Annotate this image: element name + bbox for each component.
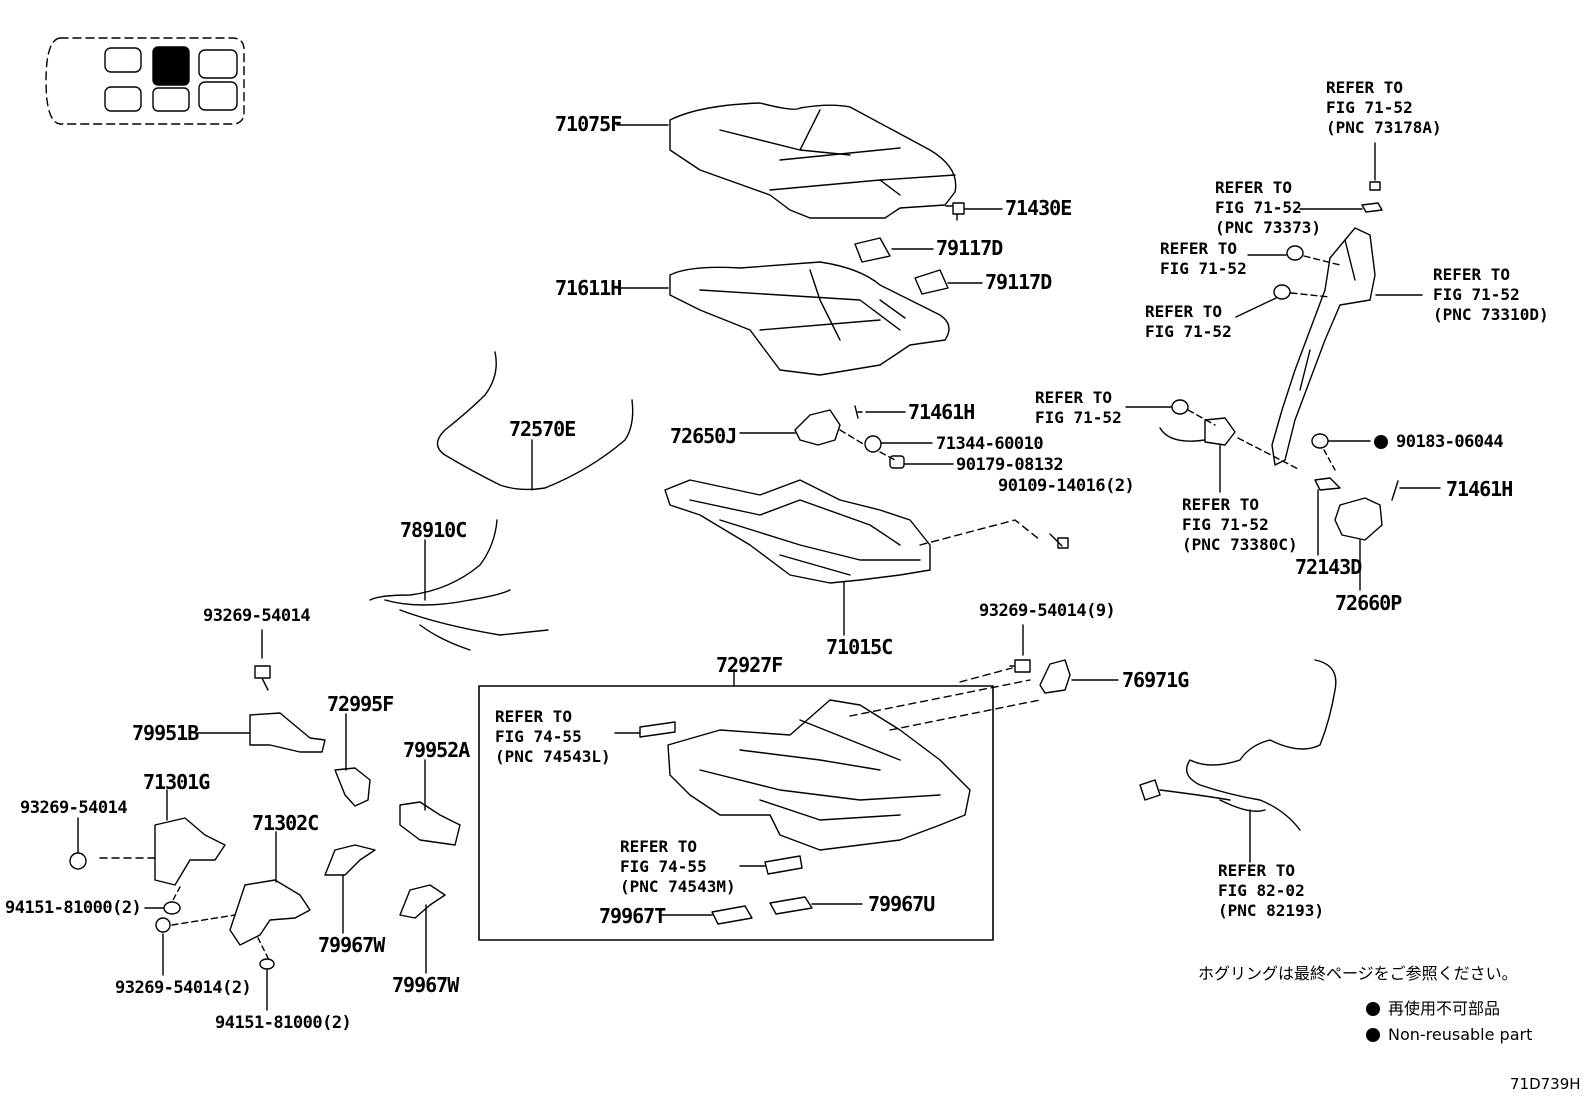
pad-a-drawing	[854, 237, 891, 263]
ref-fig-71-52-a: REFER TO FIG 71-52	[1160, 239, 1247, 278]
cushion-pad-drawing	[669, 261, 950, 376]
label-72570E: 72570E	[509, 417, 576, 441]
legend-en-text: Non-reusable part	[1388, 1025, 1533, 1044]
label-72995F: 72995F	[327, 692, 394, 716]
bracket-72143D-drawing	[1314, 477, 1341, 491]
label-79967T: 79967T	[599, 904, 666, 928]
label-94151-81000-a: 94151-81000(2)	[5, 898, 142, 918]
label-78910C: 78910C	[400, 518, 467, 542]
screw-9-drawing	[1009, 659, 1031, 673]
bracket-79951B-drawing	[249, 712, 326, 753]
label-90183-06044: 90183-06044	[1374, 432, 1504, 452]
seat-tray-drawing	[667, 699, 971, 851]
label-93269-54014-9: 93269-54014(9)	[979, 601, 1116, 621]
ref-fig-71-52-c: REFER TO FIG 71-52	[1035, 388, 1122, 427]
label-90109-14016: 90109-14016(2)	[998, 476, 1135, 496]
hog-ring-notice: ホグリングは最終ページをご参照ください。	[1198, 964, 1518, 983]
ref-fig-71-52-73380C: REFER TO FIG 71-52 (PNC 73380C)	[1182, 495, 1298, 554]
label-79952A: 79952A	[403, 738, 470, 762]
label-76971G: 76971G	[1122, 668, 1189, 692]
trim-79967W-a-drawing	[324, 844, 376, 876]
bolt-drawing	[1049, 533, 1069, 549]
label-71301G: 71301G	[143, 770, 210, 794]
label-90179-08132: 90179-08132	[956, 455, 1064, 475]
clip-drawing	[945, 202, 965, 221]
cable-a-drawing	[436, 351, 634, 491]
label-93269-54014-top: 93269-54014	[203, 606, 311, 626]
ref-fig-71-52-73310D: REFER TO FIG 71-52 (PNC 73310D)	[1433, 265, 1549, 324]
ref-fig-71-52-73373: REFER TO FIG 71-52 (PNC 73373)	[1215, 178, 1321, 237]
label-90183-text: 90183-06044	[1396, 432, 1504, 452]
screw-top-drawing	[254, 665, 271, 691]
hinge-71301G-drawing	[154, 817, 226, 886]
clip-73178A-drawing	[1369, 181, 1381, 191]
label-71430E: 71430E	[1005, 196, 1072, 220]
pad-b-drawing	[914, 269, 949, 295]
label-79967U: 79967U	[868, 892, 935, 916]
clip-73373-drawing	[1361, 202, 1383, 213]
label-94151-81000-b: 94151-81000(2)	[215, 1013, 352, 1033]
seat-cushion-cover-drawing	[669, 102, 957, 219]
ref-fig-82-02-82193: REFER TO FIG 82-02 (PNC 82193)	[1218, 861, 1324, 920]
label-72927F: 72927F	[716, 653, 783, 677]
legend-dot-icon	[1366, 1028, 1380, 1042]
label-71461H-b: 71461H	[1446, 477, 1513, 501]
seat-frame-drawing	[664, 479, 931, 584]
label-71302C: 71302C	[252, 811, 319, 835]
seat-adjuster-drawing	[794, 409, 841, 446]
ref-fig-71-52-73178A: REFER TO FIG 71-52 (PNC 73178A)	[1326, 78, 1442, 137]
label-71075F: 71075F	[555, 112, 622, 136]
belt-guide-drawing	[1271, 227, 1376, 466]
cable-b-drawing	[369, 519, 549, 651]
label-79967W-a: 79967W	[318, 933, 385, 957]
legend-jp: 再使用不可部品	[1366, 1001, 1500, 1017]
seat-locator-icon	[45, 37, 245, 125]
wire-harness-drawing	[1139, 659, 1337, 831]
bracket-79952A-drawing	[399, 801, 461, 846]
ref-fig-74-55-74543L: REFER TO FIG 74-55 (PNC 74543L)	[495, 707, 611, 766]
label-71344-60010: 71344-60010	[936, 434, 1044, 454]
diagram-id: 71D739H	[1510, 1075, 1581, 1093]
label-71461H-a: 71461H	[908, 400, 975, 424]
label-71015C: 71015C	[826, 635, 893, 659]
bracket-72995F-drawing	[334, 767, 371, 807]
label-79117D-b: 79117D	[985, 270, 1052, 294]
non-reusable-marker-icon	[1374, 435, 1388, 449]
legend-dot-icon	[1366, 1002, 1380, 1016]
hinge-71302C-drawing	[229, 879, 311, 946]
pad-79967T-drawing	[711, 905, 753, 925]
legend-jp-text: 再使用不可部品	[1388, 999, 1501, 1018]
belt-buckle-drawing	[1159, 417, 1236, 446]
trim-79967W-b-drawing	[399, 884, 446, 919]
cover-76971G-drawing	[1039, 659, 1071, 694]
label-72650J: 72650J	[670, 424, 737, 448]
label-72143D: 72143D	[1295, 555, 1362, 579]
label-71611H: 71611H	[555, 276, 622, 300]
label-72660P: 72660P	[1335, 591, 1402, 615]
label-93269-54014-2: 93269-54014(2)	[115, 978, 252, 998]
callout-box	[478, 685, 994, 941]
label-93269-54014-left: 93269-54014	[20, 798, 128, 818]
ref-fig-71-52-b: REFER TO FIG 71-52	[1145, 302, 1232, 341]
ref-fig-74-55-74543M: REFER TO FIG 74-55 (PNC 74543M)	[620, 837, 736, 896]
label-79951B: 79951B	[132, 721, 199, 745]
adjuster-72660P-drawing	[1334, 497, 1383, 541]
pad-79967U-drawing	[769, 896, 813, 915]
pin-drawing	[1391, 480, 1399, 501]
legend-en: Non-reusable part	[1366, 1027, 1532, 1043]
label-79967W-b: 79967W	[392, 973, 459, 997]
label-79117D-a: 79117D	[936, 236, 1003, 260]
